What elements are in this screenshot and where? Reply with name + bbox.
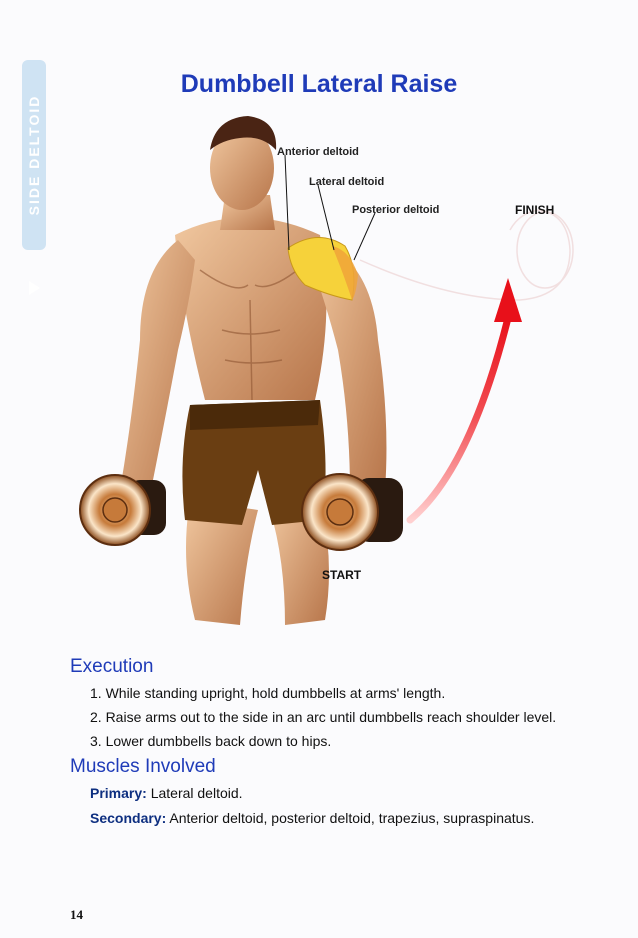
right-arm xyxy=(310,240,387,492)
execution-step-2: 2. Raise arms out to the side in an arc … xyxy=(90,709,557,725)
secondary-muscle-line: Secondary: Anterior deltoid, posterior d… xyxy=(90,810,534,826)
section-side-tab: SIDE DELTOID xyxy=(22,60,46,295)
shorts xyxy=(182,400,326,525)
muscles-heading: Muscles Involved xyxy=(70,756,216,777)
annotation-lateral-deltoid: Lateral deltoid xyxy=(309,176,385,188)
start-label: START xyxy=(322,568,362,582)
right-dumbbell xyxy=(301,473,403,551)
left-leg xyxy=(186,500,258,625)
upward-motion-arrow xyxy=(406,314,512,524)
primary-value: Lateral deltoid. xyxy=(146,785,243,801)
arrow-head-icon xyxy=(494,278,522,322)
annotation-leader-lines xyxy=(284,154,376,261)
triangle-arrow-icon xyxy=(29,281,40,295)
left-arm xyxy=(120,240,195,495)
athlete-figure xyxy=(120,116,387,625)
left-dumbbell xyxy=(79,474,166,546)
execution-step-3: 3. Lower dumbbells back down to hips. xyxy=(90,733,332,749)
secondary-label: Secondary: xyxy=(90,810,167,826)
annotation-posterior-deltoid: Posterior deltoid xyxy=(352,204,440,216)
primary-muscle-line: Primary: Lateral deltoid. xyxy=(90,785,243,801)
exercise-title: Dumbbell Lateral Raise xyxy=(180,70,458,98)
execution-heading: Execution xyxy=(70,656,154,677)
execution-step-1: 1. While standing upright, hold dumbbell… xyxy=(90,685,446,701)
head xyxy=(210,126,274,210)
finish-label: FINISH xyxy=(515,203,555,217)
page-number: 14 xyxy=(70,907,83,922)
exercise-illustration xyxy=(79,116,574,625)
hair xyxy=(210,116,277,150)
secondary-value: Anterior deltoid, posterior deltoid, tra… xyxy=(166,810,535,826)
primary-label: Primary: xyxy=(90,785,147,801)
annotation-anterior-deltoid: Anterior deltoid xyxy=(277,146,359,158)
finish-position-ghost xyxy=(359,209,574,301)
